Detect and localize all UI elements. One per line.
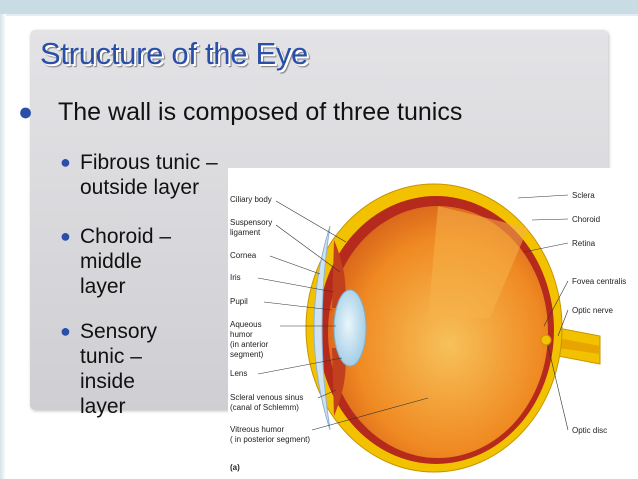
iris-lower: [332, 348, 346, 416]
top-rule: [0, 14, 638, 16]
label-fovea-centralis: Fovea centralis: [572, 277, 626, 286]
label-segment: segment): [230, 350, 264, 359]
label-lens: Lens: [230, 369, 247, 378]
label-ligament: ligament: [230, 228, 261, 237]
top-band: [0, 0, 638, 14]
lens-shape: [333, 289, 367, 367]
cornea-shape: [313, 225, 331, 431]
optic-disc-shape: [540, 334, 552, 346]
label-pupil: Pupil: [230, 297, 248, 306]
label-retina: Retina: [572, 239, 596, 248]
label-in-anterior: (in anterior: [230, 340, 269, 349]
label-aqueous: Aqueous: [230, 320, 262, 329]
sub-bullet-text: Fibrous tunic – outside layer: [80, 151, 218, 199]
label-panel-a: (a): [230, 463, 240, 472]
label-choroid: Choroid: [572, 215, 600, 224]
label-posterior-segment: ( in posterior segment): [230, 435, 310, 444]
label-suspensory: Suspensory: [230, 218, 272, 227]
sub-bullet-text: Choroid – middle layer: [80, 225, 172, 298]
label-optic-nerve: Optic nerve: [572, 306, 613, 315]
label-ciliary-body: Ciliary body: [230, 195, 272, 204]
label-vitreous-humor: Vitreous humor: [230, 425, 284, 434]
slide-title: Structure of the Eye: [40, 36, 308, 71]
bullet-icon: ●: [60, 152, 71, 172]
label-scleral-venous-sinus: Scleral venous sinus: [230, 393, 303, 402]
optic-nerve-core: [558, 338, 600, 354]
sub-bullet-sensory: ● Sensory tunic – inside layer: [60, 319, 180, 419]
bullet-icon: ●: [60, 321, 71, 341]
label-sclera: Sclera: [572, 191, 595, 200]
sub-bullet-text: Sensory tunic – inside layer: [80, 320, 158, 418]
bullet-icon: ●: [60, 226, 71, 246]
cutaway-plane: [428, 206, 528, 318]
eye-anatomy-figure: Ciliary body Suspensory ligament Cornea …: [228, 168, 634, 479]
label-optic-disc: Optic disc: [572, 426, 607, 435]
main-bullet-text: The wall is composed of three tunics: [58, 98, 463, 126]
eye-diagram: Ciliary body Suspensory ligament Cornea …: [230, 183, 626, 473]
sub-bullet-fibrous: ● Fibrous tunic – outside layer: [60, 150, 250, 200]
label-cornea: Cornea: [230, 251, 257, 260]
label-humor: humor: [230, 330, 253, 339]
left-edge-decoration: [0, 14, 6, 479]
iris-upper: [332, 240, 346, 308]
label-canal-of-schlemm: (canal of Schlemm): [230, 403, 299, 412]
sub-bullet-choroid: ● Choroid – middle layer: [60, 224, 190, 299]
bullet-icon: ●: [18, 98, 34, 126]
label-iris: Iris: [230, 273, 241, 282]
